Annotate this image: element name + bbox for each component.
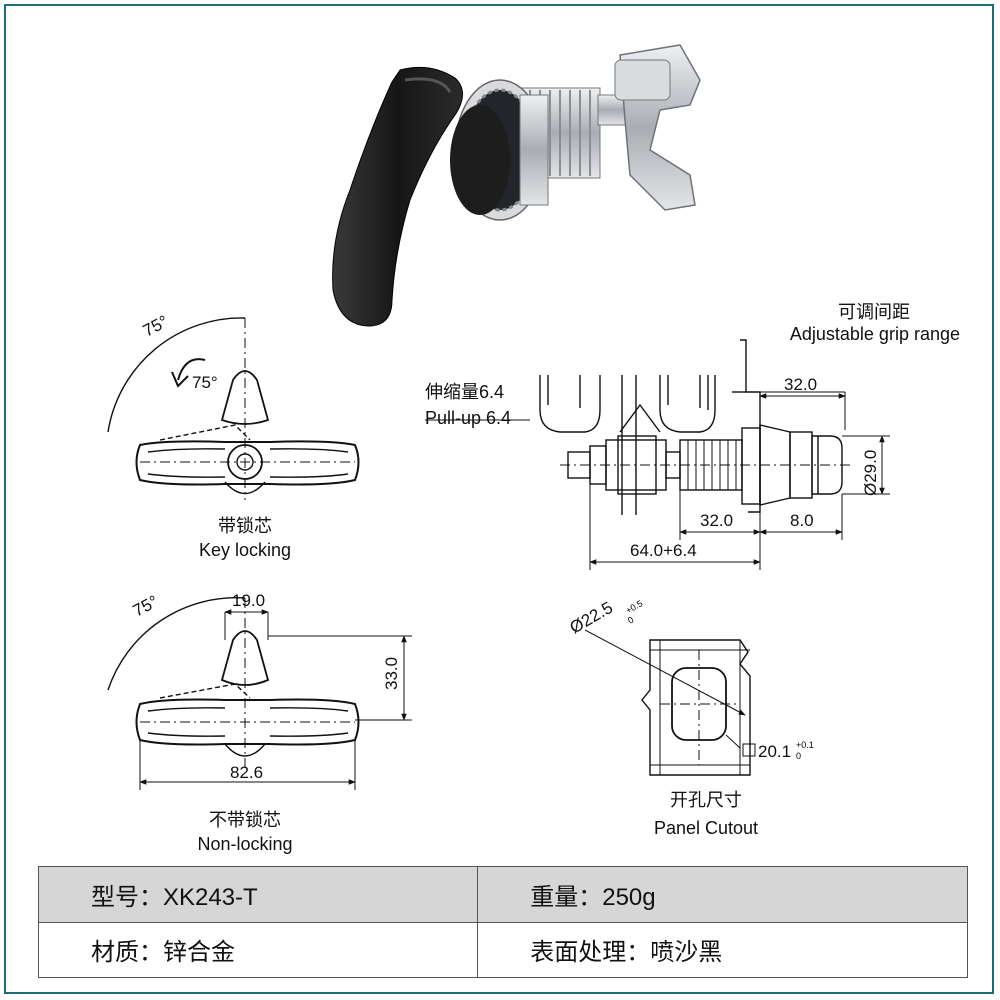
side-32-bottom-label: 32.0 <box>700 511 733 530</box>
pull-up-label-cn: 伸缩量6.4 <box>425 382 504 402</box>
side-total-label: 64.0+6.4 <box>630 541 697 560</box>
panel-cutout-label-cn: 开孔尺寸 <box>670 790 742 810</box>
spec-model: 型号：XK243-T <box>37 866 479 923</box>
side-dia-29-label: Ø29.0 <box>861 450 880 496</box>
spec-row: 材质：锌合金 表面处理：喷沙黑 <box>37 921 968 978</box>
angle-top-inner-label: 75° <box>192 373 218 392</box>
spec-surface: 表面处理：喷沙黑 <box>477 921 968 978</box>
cutout-diameter-label: Ø22.5 <box>567 598 617 638</box>
angle-bottom-label: 75° <box>130 592 162 621</box>
cutout-diameter-tolerance-lower: 0 <box>626 615 635 626</box>
non-locking-label-cn: 不带锁芯 <box>209 810 281 830</box>
side-32-top-label: 32.0 <box>784 375 817 394</box>
width-82-label: 82.6 <box>230 763 263 782</box>
cutout-square-tolerance-lower: 0 <box>796 751 801 761</box>
height-33-label: 33.0 <box>382 657 401 690</box>
adjustable-grip-label-cn: 可调间距 <box>838 302 910 322</box>
adjustable-grip-label-en: Adjustable grip range <box>790 324 960 344</box>
panel-cutout-label-en: Panel Cutout <box>654 818 758 838</box>
angle-top-outer-label: 75° <box>140 312 172 341</box>
spec-material: 材质：锌合金 <box>37 921 479 978</box>
key-locking-view <box>107 317 360 500</box>
cutout-diameter-tolerance-upper: +0.5 <box>624 598 644 616</box>
spec-table: 型号：XK243-T 重量：250g 材质：锌合金 表面处理：喷沙黑 <box>37 866 968 978</box>
side-view <box>425 339 890 570</box>
spec-weight: 重量：250g <box>477 866 968 923</box>
pull-up-label-en: Pull-up 6.4 <box>425 408 511 428</box>
cutout-square-label: 20.1 <box>758 742 791 761</box>
non-locking-label-en: Non-locking <box>197 834 292 854</box>
spec-row: 型号：XK243-T 重量：250g <box>37 866 968 923</box>
side-8-label: 8.0 <box>790 511 814 530</box>
page-frame <box>4 4 994 994</box>
key-locking-label-cn: 带锁芯 <box>218 516 272 536</box>
product-photo <box>332 44 701 327</box>
width-19-label: 19.0 <box>232 591 265 610</box>
cutout-square-tolerance-upper: +0.1 <box>796 740 814 750</box>
key-locking-label-en: Key locking <box>199 540 291 560</box>
non-locking-view <box>107 597 412 790</box>
panel-cutout-view <box>584 629 756 776</box>
